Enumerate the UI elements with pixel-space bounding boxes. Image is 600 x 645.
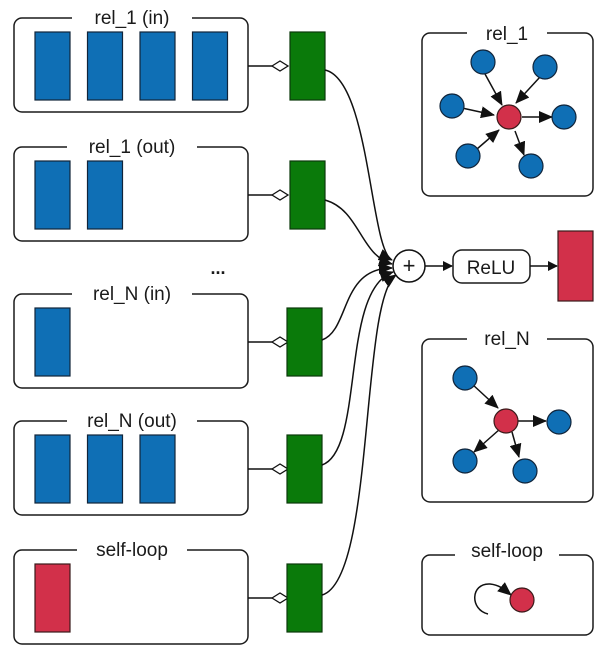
center-node [493,408,519,434]
graph-edge [473,428,501,453]
group-title: rel_1 (in) [95,8,170,29]
graph-edge [515,76,541,104]
weight-transform-block [286,307,323,377]
relation-group: rel_1 (out) [13,135,326,242]
ellipsis-text: ... [210,258,225,278]
graph-edge [509,431,522,458]
weight-transform-block [289,160,326,230]
edge-reln-out [321,270,394,466]
panel-frame [421,554,594,636]
sum-symbol: + [403,253,416,278]
neighbor-node [532,54,558,80]
feature-block [34,563,71,633]
aggregation-edges [321,69,397,596]
self-loop-edge [474,582,512,615]
graph-edge [476,129,500,150]
center-node [496,104,522,130]
panel-title: rel_N [484,329,529,350]
feature-block [86,160,124,230]
weight-transform-block [289,31,326,101]
group-title: rel_N (in) [93,284,171,305]
panel-title: self-loop [471,541,543,562]
neighbor-node [518,153,544,179]
group-title: rel_1 (out) [89,137,176,158]
feature-block [34,434,71,504]
label-mask [455,538,559,564]
feature-block [34,160,71,230]
feature-block [86,31,124,101]
group-title: self-loop [96,540,168,561]
graph-panel-reln: rel_N [421,328,594,503]
graph-panel-rel1: rel_1 [421,24,594,197]
graph-edge [484,73,503,106]
neighbor-node [470,49,496,75]
feature-block [34,31,71,101]
edge-reln-in [321,262,393,341]
feature-block [139,434,176,504]
panel-title: rel_1 [486,24,528,45]
diamond-connector-icon [270,60,290,72]
label-mask [467,24,547,44]
neighbor-node [452,365,478,391]
label-mask [72,282,192,304]
graph-panel-self-loop: self-loop [421,538,594,636]
graph-edge [513,130,526,156]
neighbor-node [546,409,572,435]
label-mask [467,328,547,350]
group-title: rel_N (out) [87,411,177,432]
output-block [557,230,594,302]
diamond-connector-icon [270,189,290,201]
feature-block [86,434,124,504]
neighbor-node [452,448,478,474]
relation-group: self-loop [13,538,323,645]
relation-group: rel_N (in) [13,282,323,389]
neighbor-node [512,458,538,484]
diamond-connector-icon [270,463,290,475]
feature-block [139,31,176,101]
graph-edge [471,383,499,409]
graph-edge [461,106,495,119]
relu-label: ReLU [467,258,516,279]
feature-block [191,31,229,101]
edge-rel1-out [324,199,393,267]
edge-rel1-in [324,69,393,261]
relation-group: rel_N (out) [13,409,323,516]
relation-group: rel_1 (in) [13,6,326,113]
feature-block [34,307,71,377]
label-mask [77,538,187,560]
neighbor-node [455,143,481,169]
label-mask [72,6,192,28]
edge-self-loop [321,274,397,596]
center-node [509,587,535,613]
weight-transform-block [286,434,323,504]
label-mask [67,409,197,431]
neighbor-node [551,104,577,130]
diamond-connector-icon [270,592,290,604]
weight-transform-block [286,563,323,633]
neighbor-node [439,93,465,119]
diamond-connector-icon [270,336,290,348]
label-mask [67,135,197,157]
